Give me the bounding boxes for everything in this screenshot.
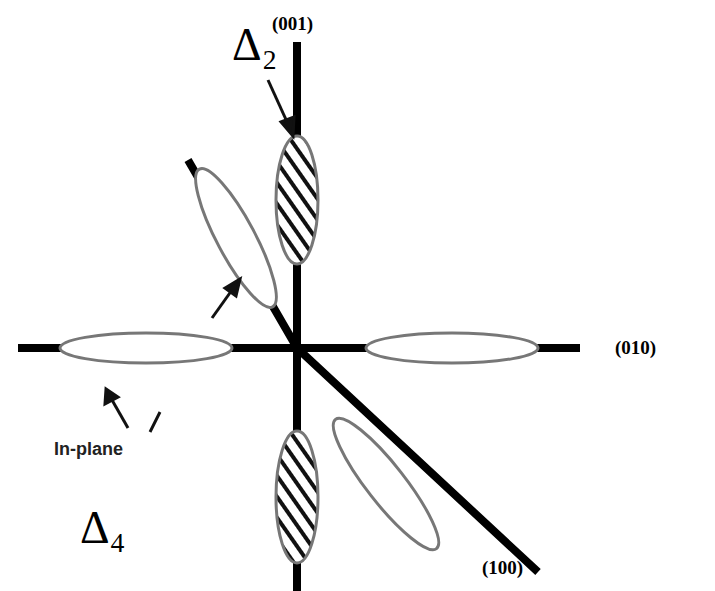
arrow-head	[225, 279, 240, 296]
leader-arrow	[268, 80, 288, 124]
arrow-head	[281, 117, 294, 136]
in-plane-valley	[366, 333, 538, 363]
callout-label: In-plane	[54, 440, 123, 458]
arrow-head	[105, 389, 118, 404]
valley-label: Δ₂	[232, 22, 278, 68]
axis-label: (100)	[482, 558, 523, 577]
axis-label: (001)	[272, 14, 313, 33]
leader-dash	[150, 412, 160, 432]
in-plane-valley	[183, 160, 290, 316]
delta2-valley	[276, 136, 318, 264]
in-plane-valley	[60, 333, 232, 363]
leader-arrow	[112, 400, 128, 428]
delta2-valley	[276, 431, 318, 563]
valley-label: Δ₄	[80, 505, 126, 551]
in-plane-valley	[321, 408, 452, 561]
axis-label: (010)	[615, 338, 656, 357]
leader-arrow	[212, 290, 232, 318]
